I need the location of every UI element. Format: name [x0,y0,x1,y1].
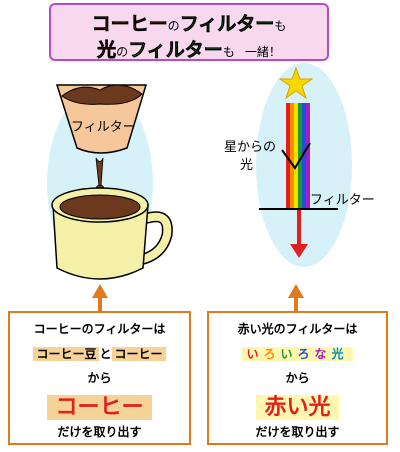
star-icon [278,66,314,100]
coffee-grounds [61,84,143,105]
left-box-line-2: コーヒー豆とコーヒー [10,345,189,362]
ray-violet [306,103,310,209]
title-no-2: の [116,45,129,59]
title-coffee: コーヒー [91,13,168,36]
ray-green [298,103,302,209]
title-line-1: コーヒーのフィルターも [51,9,327,36]
starlight-label-2: 光 [240,158,253,173]
and-label: と [99,347,112,361]
right-box-result-row: 赤い光 [209,389,386,421]
coffee-surface [59,194,141,220]
right-box-from: から [285,371,310,385]
title-light: 光 [97,39,117,62]
left-box-line-1: コーヒーのフィルターは [33,322,166,336]
ray-orange [290,103,294,209]
left-box-extract: だけを取り出す [57,425,142,439]
various-light-char: ろ [263,347,276,361]
cup-body [52,204,149,280]
title-filter-1: フィルター [179,13,275,36]
left-arrow-head [92,284,108,298]
right-box-extract: だけを取り出す [255,425,340,439]
red-arrow-head [290,244,308,258]
cup-handle [136,212,172,264]
various-light-char: い [246,347,259,361]
left-box-result-row: コーヒー [10,389,189,421]
ray-red [286,103,290,209]
left-box-from: から [87,371,112,385]
title-issho: 一緒！ [244,45,281,59]
pointer-check [281,142,311,170]
various-light-char: ろ [297,347,310,361]
right-box-result: 赤い光 [256,395,339,420]
various-light-char: い [280,347,293,361]
title-box: コーヒーのフィルターも 光のフィルターも一緒！ [49,3,329,61]
title-line-2: 光のフィルターも一緒！ [51,35,327,62]
coffee-label: コーヒー [111,347,166,361]
left-box-result: コーヒー [47,395,152,420]
title-mo-1: も [274,19,287,33]
various-light-label: いろいろな光 [242,347,353,361]
starlight-label-1: 星からの [224,140,276,155]
right-explanation-box: 赤い光のフィルターは いろいろな光 から 赤い光 だけを取り出す [207,311,388,445]
right-arrow-head [288,284,304,298]
filter-label: フィルター [71,120,136,135]
title-mo-2: も [222,45,235,59]
right-box-line-1: 赤い光のフィルターは [237,322,358,336]
coffee-drip [95,157,104,187]
right-box-line-2: いろいろな光 [209,345,386,362]
title-filter-2: フィルター [128,39,223,62]
coffee-beans-label: コーヒー豆 [33,347,100,361]
various-light-char: 光 [331,347,344,361]
ray-blue [302,103,306,209]
ray-red-filtered [297,209,301,246]
various-light-char: な [314,347,327,361]
left-explanation-box: コーヒーのフィルターは コーヒー豆とコーヒー から コーヒー だけを取り出す [8,311,191,445]
title-no-1: の [167,19,180,33]
light-filter-label: フィルター [310,193,375,208]
ray-yellow [294,103,298,209]
